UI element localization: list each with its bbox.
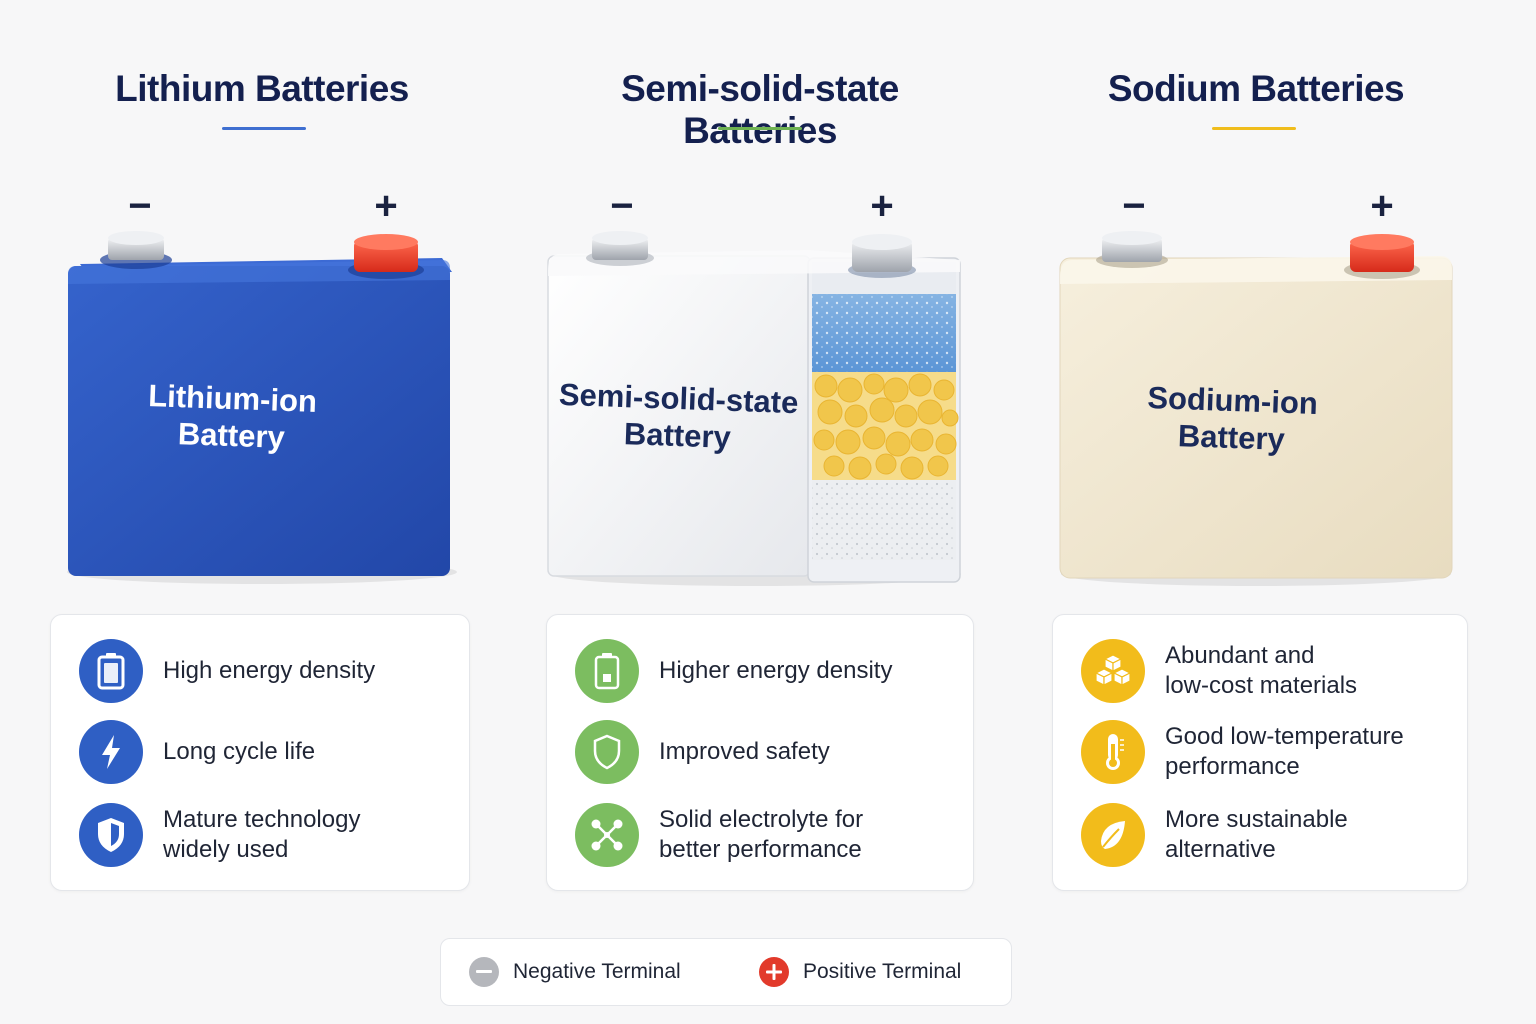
feature-text: Higher energy density (659, 657, 893, 684)
feature-item: Abundant and low-cost materials (1081, 639, 1357, 703)
lightning-icon (79, 720, 143, 784)
features-card-semi-solid: Higher energy density Improved safety So… (546, 614, 974, 891)
minus-circle-icon (469, 957, 499, 987)
legend-positive: Positive Terminal (759, 957, 961, 987)
shield-icon (79, 803, 143, 867)
shield-icon (575, 720, 639, 784)
leaf-icon (1081, 803, 1145, 867)
negative-sign: − (1122, 184, 1146, 228)
feature-item: Higher energy density (575, 639, 892, 703)
features-card-lithium: High energy density Long cycle life Matu… (50, 614, 470, 891)
semi-solid-battery-illustration (547, 231, 961, 586)
positive-sign: + (870, 184, 894, 228)
feature-item: Mature technology widely used (79, 803, 360, 867)
title-underline (1212, 127, 1296, 130)
feature-text: Abundant and low-cost materials (1165, 642, 1358, 699)
feature-item: High energy density (79, 639, 375, 703)
battery-icon (575, 639, 639, 703)
particles (813, 373, 959, 480)
lithium-battery-illustration (67, 231, 457, 584)
cubes-icon (1081, 639, 1145, 703)
molecule-icon (575, 803, 639, 867)
feature-text: Good low-temperature performance (1165, 723, 1404, 780)
battery-label: Semi-solid-state Battery (553, 376, 803, 459)
feature-text: Improved safety (659, 738, 830, 765)
feature-text: Solid electrolyte for better performance (659, 806, 864, 863)
plus-circle-icon (759, 957, 789, 987)
battery-label: Sodium-ion Battery (1111, 378, 1353, 460)
legend-positive-label: Positive Terminal (803, 960, 962, 983)
feature-item: Solid electrolyte for better performance (575, 803, 863, 867)
negative-sign: − (610, 184, 634, 228)
feature-text: High energy density (163, 657, 376, 684)
thermometer-icon (1081, 720, 1145, 784)
feature-text: Long cycle life (163, 738, 316, 765)
battery-label: Lithium-ion Battery (111, 376, 353, 458)
legend-negative-label: Negative Terminal (513, 960, 681, 983)
column-title: Lithium Batteries (115, 68, 409, 109)
feature-item: Long cycle life (79, 720, 315, 784)
legend-negative: Negative Terminal (469, 957, 681, 987)
positive-sign: + (374, 184, 398, 228)
feature-item: More sustainable alternative (1081, 803, 1348, 867)
title-underline (222, 127, 306, 130)
sodium-battery-illustration (1059, 231, 1453, 586)
feature-text: Mature technology widely used (163, 806, 361, 863)
title-underline (718, 127, 802, 130)
negative-sign: − (128, 184, 152, 228)
column-title: Semi-solid-state Batteries (621, 68, 899, 151)
feature-text: More sustainable alternative (1165, 806, 1348, 863)
column-title: Sodium Batteries (1107, 68, 1405, 109)
legend: Negative Terminal Positive Terminal (440, 938, 1012, 1006)
column-semi-solid: Semi-solid-state Batteries − + (540, 0, 980, 900)
feature-item: Improved safety (575, 720, 830, 784)
feature-item: Good low-temperature performance (1081, 720, 1404, 784)
column-sodium: Sodium Batteries − + Sodium-ion Battery (1056, 0, 1456, 900)
column-lithium: Lithium Batteries − + (52, 0, 472, 900)
positive-sign: + (1370, 184, 1394, 228)
features-card-sodium: Abundant and low-cost materials Good low… (1052, 614, 1468, 891)
battery-icon (79, 639, 143, 703)
